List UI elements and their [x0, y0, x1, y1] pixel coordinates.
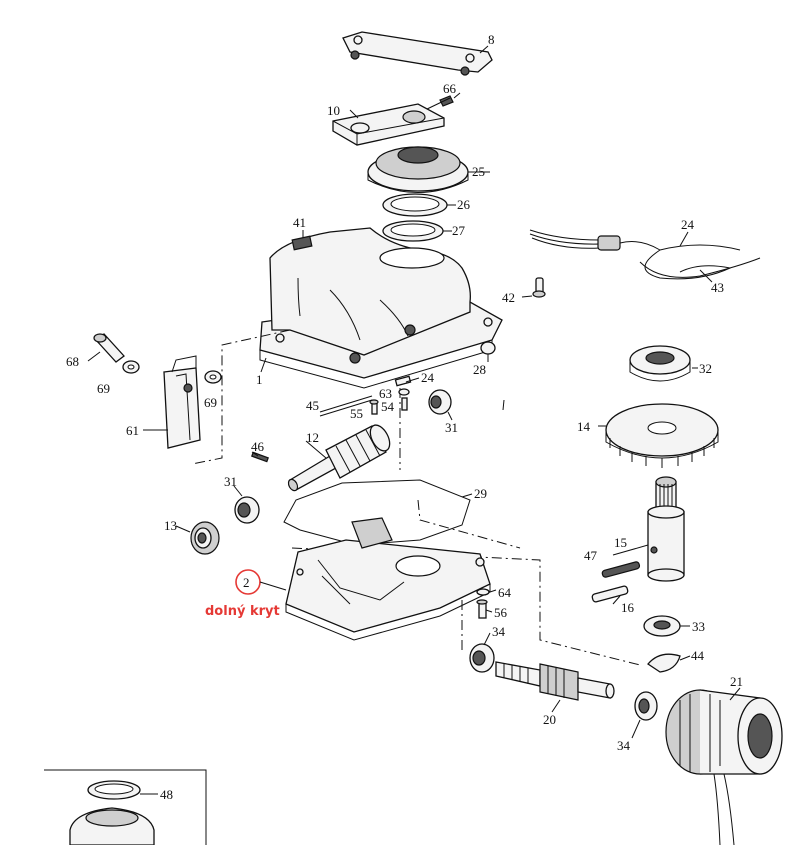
label-14: 14 — [577, 419, 591, 434]
label-66: 66 — [443, 81, 457, 96]
label-1: 1 — [256, 372, 263, 387]
label-21: 21 — [730, 674, 743, 689]
callout-number: 2 — [243, 575, 250, 590]
callout-part-2: 2 dolný kryt — [205, 569, 287, 619]
part-27-ring — [382, 220, 452, 242]
label-61: 61 — [126, 423, 139, 438]
part-24-dowel — [394, 375, 412, 387]
label-34-lower: 34 — [617, 738, 631, 753]
part-31-bearing-upper — [428, 389, 453, 421]
part-45-pin — [319, 395, 373, 417]
part-29-gasket — [283, 479, 473, 546]
part-25-bearing-housing — [367, 146, 490, 193]
label-33: 33 — [692, 619, 705, 634]
label-42: 42 — [502, 290, 515, 305]
label-10: 10 — [327, 103, 340, 118]
part-32-bearing — [629, 345, 691, 382]
part-15-output-shaft — [647, 476, 685, 582]
label-25: 25 — [472, 164, 485, 179]
label-13: 13 — [164, 518, 177, 533]
label-46: 46 — [251, 439, 265, 454]
part-8-top-plate — [342, 31, 493, 76]
label-31-lower: 31 — [224, 474, 237, 489]
part-56-screw — [476, 599, 488, 619]
label-41: 41 — [293, 215, 306, 230]
part-55-screw — [369, 399, 379, 415]
inset-detail — [44, 769, 207, 845]
part-26-ring — [382, 193, 456, 217]
label-28: 28 — [473, 362, 486, 377]
part-42-screw — [521, 277, 546, 298]
label-69-left: 69 — [97, 381, 110, 396]
part-61-bracket — [143, 355, 201, 449]
label-68: 68 — [66, 354, 79, 369]
label-27: 27 — [452, 223, 466, 238]
label-8: 8 — [488, 32, 495, 47]
label-43: 43 — [711, 280, 724, 295]
part-2-lower-cover — [285, 517, 491, 641]
part-34-bearing-upper — [469, 643, 495, 673]
part-31-bearing-lower — [234, 496, 260, 524]
label-34-upper: 34 — [492, 624, 506, 639]
label-29: 29 — [474, 486, 487, 501]
part-64-washer — [476, 588, 490, 596]
label-24-dowel: 24 — [421, 370, 435, 385]
label-15: 15 — [614, 535, 627, 550]
part-63-washer — [398, 388, 410, 396]
label-48: 48 — [160, 787, 173, 802]
part-33-bearing — [643, 615, 681, 637]
part-labels: 8 66 10 25 26 27 41 24 43 42 68 69 69 1 … — [66, 32, 743, 802]
part-66-pin — [424, 95, 454, 111]
label-56: 56 — [494, 605, 508, 620]
label-47: 47 — [584, 548, 598, 563]
part-12-worm-shaft — [287, 424, 391, 492]
part-1-main-housing — [259, 227, 503, 389]
label-16: 16 — [621, 600, 635, 615]
label-64: 64 — [498, 585, 512, 600]
part-28-plug — [480, 341, 496, 362]
part-24-cable — [529, 229, 761, 283]
part-14-gear — [605, 403, 719, 468]
part-54-screw — [401, 397, 408, 411]
label-32: 32 — [699, 361, 712, 376]
label-26: 26 — [457, 197, 471, 212]
part-68-bolt — [87, 333, 125, 363]
callout-label: dolný kryt — [205, 604, 280, 619]
label-63: 63 — [379, 386, 392, 401]
label-24-cable: 24 — [681, 217, 695, 232]
part-16-pin — [591, 585, 629, 603]
part-44-clip — [647, 653, 681, 673]
label-31-upper: 31 — [445, 420, 458, 435]
leader-lines — [175, 92, 741, 739]
label-20: 20 — [543, 712, 556, 727]
part-20-rotor-shaft — [495, 661, 615, 701]
label-54: 54 — [381, 399, 395, 414]
part-21-stator — [665, 689, 783, 845]
label-55: 55 — [350, 406, 363, 421]
part-69-washer — [122, 360, 222, 384]
label-12: 12 — [306, 430, 319, 445]
part-13-gear — [190, 521, 220, 555]
label-44: 44 — [691, 648, 705, 663]
part-34-bearing-lower — [634, 691, 658, 721]
part-10-plate — [332, 103, 445, 146]
label-69-right: 69 — [204, 395, 217, 410]
part-47-pin — [601, 561, 641, 578]
label-45: 45 — [306, 398, 319, 413]
